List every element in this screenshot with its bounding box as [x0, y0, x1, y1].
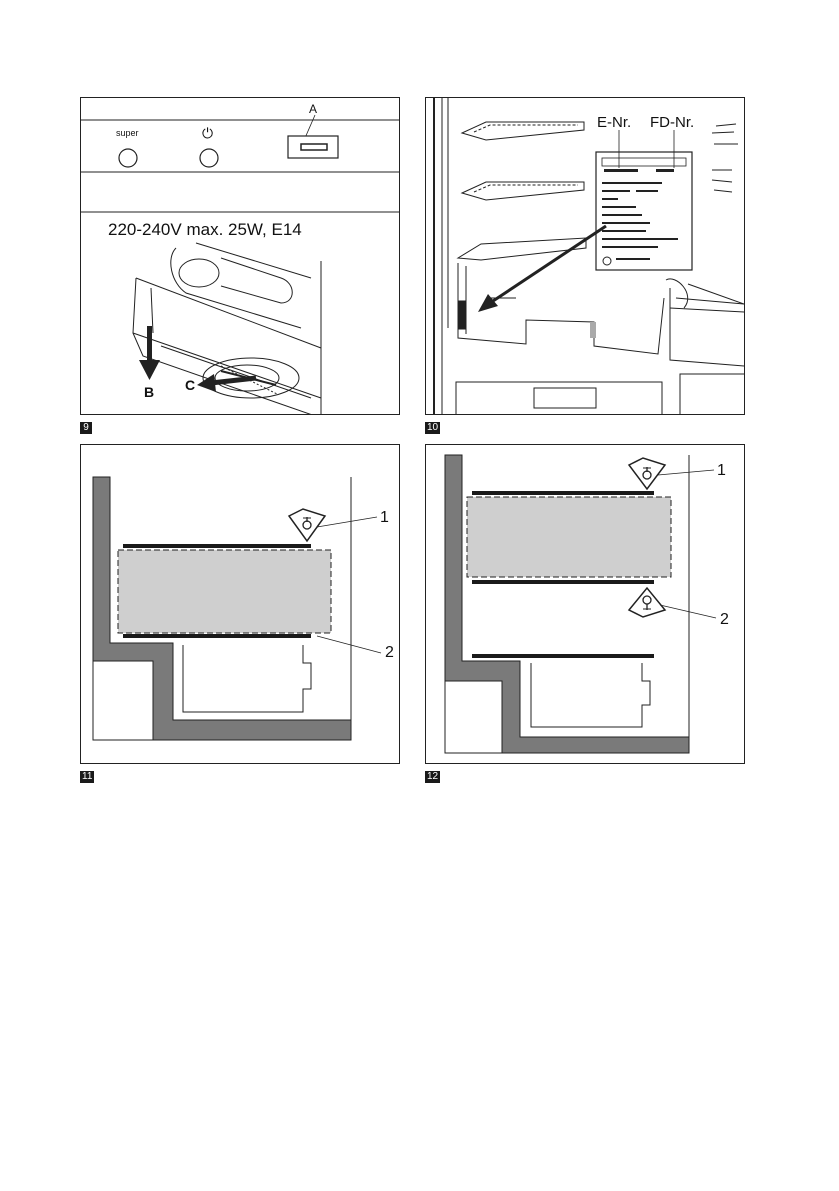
- max-load-area: [117, 549, 332, 634]
- fd-nr-label: FD-Nr.: [650, 114, 694, 131]
- figure-9-badge: 9: [80, 422, 92, 434]
- drawer: [182, 645, 312, 713]
- lamp-housing-illustration: [132, 242, 322, 414]
- super-label: super: [116, 128, 139, 138]
- figure-11-badge: 11: [80, 771, 95, 783]
- fridge-interior-illustration: [433, 98, 744, 414]
- figure-10-drawing: E-Nr. FD-Nr.: [433, 98, 744, 414]
- figure-10-badge: 10: [425, 422, 441, 434]
- rating-plate: [595, 151, 693, 271]
- load-marker-symbol-icon: [287, 508, 327, 543]
- figure-10-panel: E-Nr. FD-Nr.: [425, 97, 745, 415]
- figure-12-panel: 1 2: [425, 444, 745, 764]
- power-button: [199, 148, 219, 168]
- label-b: B: [144, 384, 154, 400]
- lamp-spec-text: 220-240V max. 25W, E14: [108, 220, 302, 239]
- figure-9-drawing: A super ⏻ 220-240V max. 25W, E14: [81, 102, 399, 414]
- super-button: [118, 148, 138, 168]
- arrow-c-icon: [197, 374, 257, 392]
- callout-1-label: 1: [380, 509, 389, 526]
- compressor-compartment: [92, 660, 154, 741]
- label-c: C: [185, 377, 195, 393]
- callout-2-label: 2: [385, 644, 394, 661]
- callout-1-label: 1: [717, 462, 726, 479]
- label-a: A: [309, 102, 317, 116]
- figure-11-panel: 1 2: [80, 444, 400, 764]
- figure-12-badge: 12: [425, 771, 441, 783]
- figure-9-panel: A super ⏻ 220-240V max. 25W, E14: [80, 97, 400, 415]
- location-arrow-icon: [478, 224, 607, 312]
- load-marker-symbol-1-icon: [627, 457, 667, 491]
- figure-11-drawing: 1 2: [92, 476, 394, 741]
- callout-2-label: 2: [720, 611, 729, 628]
- compressor-compartment: [444, 680, 503, 754]
- max-load-area: [466, 496, 672, 578]
- figure-12-drawing: 1 2: [444, 454, 729, 754]
- e-nr-label: E-Nr.: [597, 114, 631, 131]
- load-marker-symbol-2-icon: [627, 586, 667, 618]
- drawer: [530, 663, 651, 728]
- power-symbol-icon: ⏻: [202, 125, 213, 141]
- arrow-b-icon: [139, 326, 160, 380]
